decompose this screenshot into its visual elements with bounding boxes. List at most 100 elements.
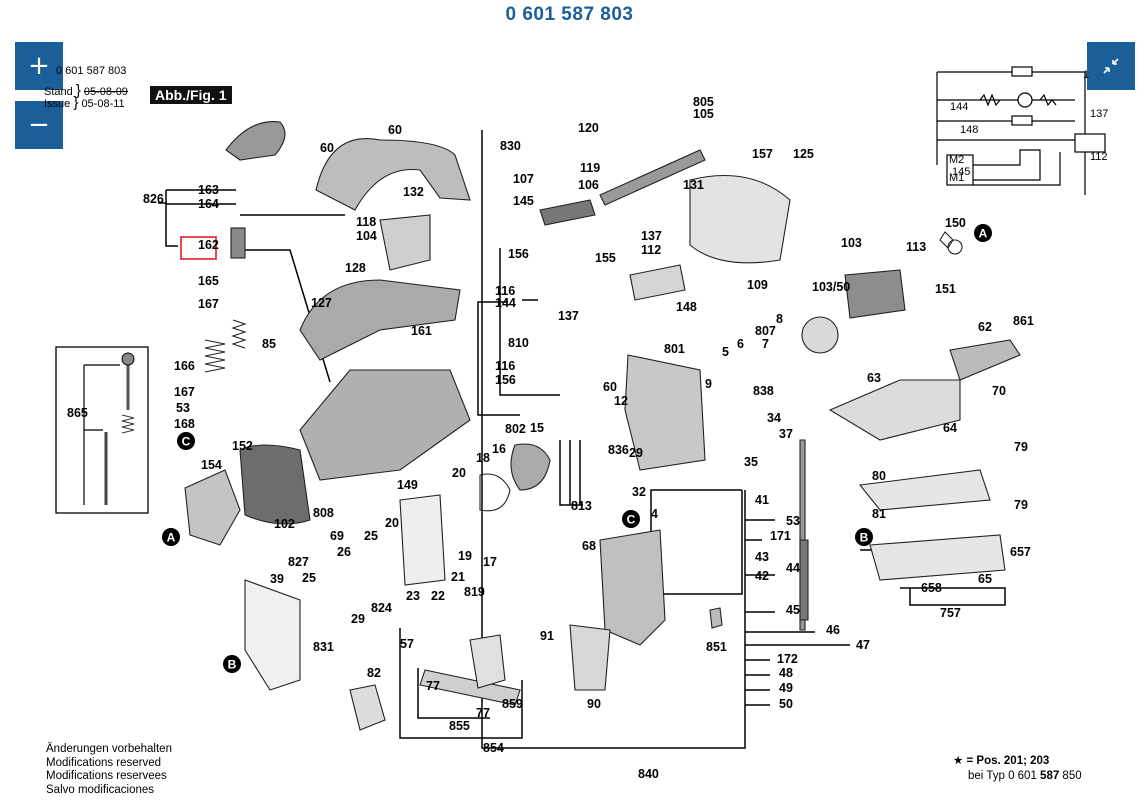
part-label: 8 [776, 312, 783, 326]
part-label: 161 [411, 324, 432, 338]
part-label: 162 [198, 238, 219, 252]
part-label: 819 [464, 585, 485, 599]
part-label: 167 [174, 385, 195, 399]
zoom-out-button[interactable]: − [15, 101, 63, 149]
reference-marker: C [177, 432, 195, 450]
part-label: 68 [582, 539, 596, 553]
marker-circle [162, 528, 180, 546]
wiring-label: M1 [949, 172, 964, 184]
wiring-label: M2 [949, 154, 964, 166]
part-label: 137 [558, 309, 579, 323]
part-label: 851 [706, 640, 727, 654]
marker-letter: C [627, 513, 636, 527]
part-label: 119 [580, 161, 600, 175]
marker-letter: C [182, 435, 191, 449]
part-label: 801 [664, 342, 685, 356]
part-label: 60 [388, 123, 402, 137]
wiring-label: 148 [960, 124, 978, 136]
part-label: 168 [174, 417, 195, 431]
part-label: 150 [945, 216, 966, 230]
wiring-label: 144 [950, 101, 968, 113]
part-label: 109 [747, 278, 768, 292]
changes-line: Modifications reservees [46, 770, 167, 782]
part-label: 757 [940, 606, 961, 620]
star-note-text: = Pos. 201; 203 [966, 755, 1050, 767]
figure-badge: Abb./Fig. 1 [150, 86, 232, 104]
part-label: 19 [458, 549, 472, 563]
marker-circle [223, 655, 241, 673]
reference-marker: B [855, 528, 873, 546]
circle-markers: A C A C B B [162, 224, 992, 673]
part-label: 53 [786, 514, 800, 528]
part-label: 131 [683, 178, 704, 192]
part-label: 152 [232, 439, 253, 453]
marker-circle [974, 224, 992, 242]
marker-circle [622, 510, 640, 528]
header-issue: Issue } 05-08-11 [44, 94, 125, 111]
zoom-in-button[interactable]: + [15, 42, 63, 90]
part-label: 102 [274, 517, 295, 531]
changes-line: Salvo modificaciones [46, 783, 155, 796]
part-label: 48 [779, 666, 793, 680]
part-label: 865 [67, 406, 88, 420]
part-label: 77 [426, 679, 440, 693]
part-label: 805 [693, 95, 714, 109]
part-label: 9 [705, 377, 712, 391]
part-label: 37 [779, 427, 793, 441]
part-label: 154 [201, 458, 222, 472]
reference-marker: A [974, 224, 992, 242]
reference-marker: A [162, 528, 180, 546]
part-label: 57 [400, 637, 414, 651]
part-label: 831 [313, 640, 334, 654]
part-label: 838 [753, 384, 774, 398]
reference-marker: B [223, 655, 241, 673]
part-label: 810 [508, 336, 529, 350]
changes-line: Modifications reserved [46, 756, 162, 769]
part-label: 62 [978, 320, 992, 334]
part-label: 807 [755, 324, 776, 338]
part-label: 20 [452, 466, 466, 480]
part-label: 827 [288, 555, 309, 569]
part-label: 47 [856, 638, 870, 652]
part-label: 137 [641, 229, 662, 243]
part-label: 20 [385, 516, 399, 530]
part-label: 155 [595, 251, 616, 265]
part-label: 104 [356, 229, 377, 243]
issue-date: 05-08-11 [81, 98, 125, 110]
part-label: 103 [841, 236, 862, 250]
part-label: 156 [495, 373, 516, 387]
fullscreen-button[interactable] [1087, 42, 1135, 90]
part-label: 7 [762, 337, 769, 351]
wiring-label: 112 [1090, 151, 1108, 163]
part-label: 42 [755, 569, 769, 583]
part-label: 149 [397, 478, 418, 492]
part-label: 118 [356, 215, 376, 229]
stand-date: 05-08-09 [83, 86, 128, 98]
part-label: 657 [1010, 545, 1031, 559]
part-label: 46 [826, 623, 840, 637]
reference-marker: C [622, 510, 640, 528]
header-stand: Stand } 05-08-09 [44, 82, 128, 99]
type-note: bei Typ 0 601 587 850 [968, 770, 1082, 784]
part-label: 166 [174, 359, 195, 373]
part-label: 25 [302, 571, 316, 585]
marker-letter: A [979, 227, 988, 241]
part-label: 128 [345, 261, 366, 275]
part-label: 105 [693, 107, 714, 121]
part-label: 43 [755, 550, 769, 564]
part-label: 22 [431, 589, 445, 603]
issue-label: Issue [44, 98, 71, 110]
part-label: 69 [330, 529, 344, 543]
wiring-label: 137 [1090, 108, 1108, 120]
part-label: 26 [337, 545, 351, 559]
part-label: 120 [578, 121, 599, 135]
part-label: 854 [483, 741, 504, 755]
part-label: 60 [320, 141, 334, 155]
part-label: 148 [676, 300, 697, 314]
part-label: 802 [505, 422, 526, 436]
collapse-arrows-icon [1103, 58, 1119, 74]
part-label: 132 [403, 185, 424, 199]
part-label: 840 [638, 767, 659, 781]
part-label: 824 [371, 601, 392, 615]
